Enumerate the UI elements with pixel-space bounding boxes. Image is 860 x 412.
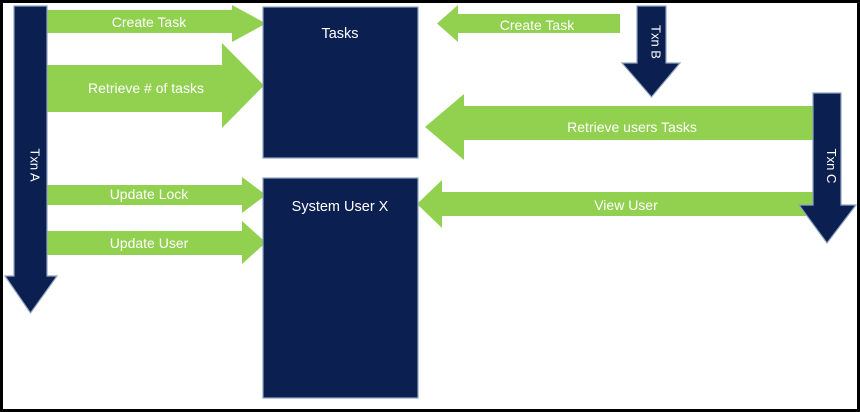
txn-a-label: Txn A	[28, 148, 43, 182]
retrieve-users-tasks-label: Retrieve users Tasks	[567, 119, 697, 135]
retrieve-users-tasks-arrow-shape	[425, 94, 818, 160]
flow-view-user: View User	[417, 180, 818, 228]
txn-b-arrow: Txn B	[620, 5, 682, 98]
txn-c-arrow: Txn C	[797, 92, 858, 245]
txn-b-arrow-shape	[620, 5, 682, 98]
txn-a-arrow-shape	[3, 5, 59, 315]
tasks-box-shape	[262, 6, 419, 159]
retrieve-num-tasks-arrow-shape	[44, 43, 264, 128]
flow-retrieve-users-tasks: Retrieve users Tasks	[425, 94, 818, 160]
update-user-arrow-shape	[42, 221, 266, 264]
flow-create-task-left: Create Task	[47, 5, 266, 42]
update-lock-arrow-shape	[42, 177, 266, 213]
txn-a-arrow: Txn A	[3, 5, 59, 315]
update-lock-label: Update Lock	[110, 186, 190, 202]
node-tasks: Tasks	[262, 6, 419, 159]
create-task-left-label: Create Task	[112, 14, 187, 30]
update-user-label: Update User	[110, 235, 189, 251]
system-user-x-box-label: System User X	[292, 199, 389, 215]
create-task-left-arrow-shape	[47, 5, 266, 42]
txn-c-label: Txn C	[824, 149, 839, 184]
flow-retrieve-num-tasks: Retrieve # of tasks	[44, 43, 264, 128]
flow-update-user: Update User	[42, 221, 266, 264]
create-task-right-arrow-shape	[437, 5, 620, 42]
create-task-right-label: Create Task	[500, 17, 575, 33]
txn-b-label: Txn B	[649, 25, 664, 59]
tasks-box-label: Tasks	[321, 26, 358, 42]
system-user-x-box-shape	[262, 177, 419, 399]
txn-c-arrow-shape	[797, 92, 858, 245]
node-system-user-x: System User X	[262, 177, 419, 399]
flow-update-lock: Update Lock	[42, 177, 266, 213]
retrieve-num-tasks-label: Retrieve # of tasks	[88, 80, 204, 96]
view-user-arrow-shape	[417, 180, 818, 228]
view-user-label: View User	[594, 197, 658, 213]
flow-create-task-right: Create Task	[437, 5, 620, 42]
